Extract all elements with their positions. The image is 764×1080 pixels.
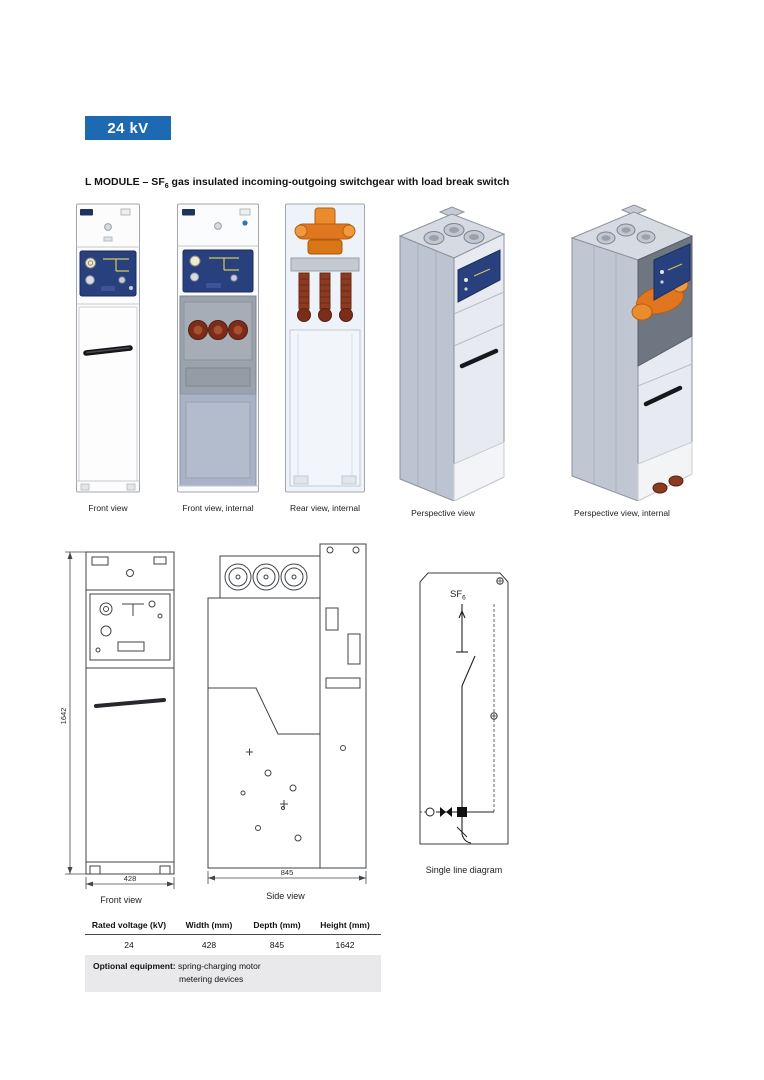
optional-equipment-label: Optional equipment: bbox=[93, 961, 176, 971]
switch-mechanism bbox=[294, 207, 356, 255]
front-view-image bbox=[76, 203, 140, 493]
optional-item-1: spring-charging motor bbox=[178, 961, 261, 971]
top-bushings bbox=[596, 223, 656, 245]
perspective-view-internal-image bbox=[570, 204, 694, 501]
door-handle bbox=[459, 348, 499, 369]
value-depth: 845 bbox=[269, 940, 285, 950]
figure-drawing-side: 845 Side view bbox=[198, 538, 373, 901]
voltage-badge: 24 kV bbox=[85, 116, 171, 140]
dimension-height bbox=[65, 551, 86, 875]
dimension-width bbox=[85, 877, 175, 889]
caption-drawing-front: Front view bbox=[100, 895, 142, 905]
module-title-prefix: L MODULE – SF bbox=[85, 176, 165, 188]
cable-connection-symbol bbox=[420, 807, 494, 844]
top-bushings bbox=[423, 223, 485, 245]
caption-single-line-diagram: Single line diagram bbox=[425, 865, 503, 875]
figure-rear-view-internal: Rear view, internal bbox=[284, 200, 366, 513]
figure-single-line-diagram: SF6 bbox=[412, 566, 516, 875]
load-break-switch-symbol bbox=[456, 604, 476, 812]
brand-label bbox=[182, 209, 195, 216]
value-height: 1642 bbox=[335, 940, 355, 950]
front-view-internal-image bbox=[177, 203, 259, 493]
module-title-sub: 6 bbox=[164, 183, 169, 191]
module-title: L MODULE – SF6 gas insulated incoming-ou… bbox=[85, 176, 509, 190]
cabinet-side bbox=[399, 235, 455, 501]
side-view-drawing: 845 bbox=[207, 543, 367, 884]
brand-label bbox=[80, 209, 93, 216]
control-panel bbox=[182, 249, 254, 293]
insulators bbox=[297, 272, 353, 322]
bushing-circles bbox=[224, 563, 308, 591]
header-width: Width (mm) bbox=[185, 920, 233, 930]
dashed-boundary bbox=[490, 604, 498, 812]
figure-front-view: Front view bbox=[75, 200, 141, 513]
control-panel bbox=[653, 243, 691, 301]
cable-cones bbox=[652, 475, 684, 494]
control-panel bbox=[457, 249, 501, 303]
optional-equipment-band: Optional equipment: spring-charging moto… bbox=[85, 955, 381, 993]
caption-front-view-internal: Front view, internal bbox=[182, 503, 254, 513]
caption-perspective-view: Perspective view bbox=[411, 508, 475, 518]
figure-front-view-internal: Front view, internal bbox=[176, 200, 260, 513]
cabinet-side bbox=[571, 237, 639, 501]
optional-equipment-line1: Optional equipment: spring-charging moto… bbox=[93, 960, 373, 973]
spec-table-value-row: 24 428 845 1642 bbox=[85, 935, 381, 954]
figure-perspective-view: Perspective view bbox=[374, 196, 512, 518]
diagram-border bbox=[419, 572, 509, 845]
value-rated-voltage: 24 bbox=[124, 940, 134, 950]
value-width: 428 bbox=[201, 940, 217, 950]
depth-dim-label: 845 bbox=[281, 868, 294, 877]
optional-item-2: metering devices bbox=[179, 974, 244, 985]
door-handle bbox=[643, 385, 683, 407]
spec-table-header-row: Rated voltage (kV) Width (mm) Depth (mm)… bbox=[85, 915, 381, 935]
door-handle bbox=[94, 698, 166, 708]
caption-front-view: Front view bbox=[88, 503, 128, 513]
spec-table: Rated voltage (kV) Width (mm) Depth (mm)… bbox=[85, 915, 381, 993]
dimension-depth bbox=[207, 871, 367, 884]
front-view-drawing: 1642 428 bbox=[59, 551, 175, 889]
header-height: Height (mm) bbox=[320, 920, 370, 930]
gas-label: SF6 bbox=[450, 589, 466, 602]
figure-perspective-view-internal: Perspective view, internal bbox=[542, 196, 702, 518]
control-panel bbox=[79, 250, 137, 297]
caption-rear-view-internal: Rear view, internal bbox=[290, 503, 360, 513]
height-dim-label: 1642 bbox=[59, 708, 68, 725]
figure-drawing-front: 1642 428 Front view bbox=[56, 546, 186, 905]
header-depth: Depth (mm) bbox=[253, 920, 301, 930]
header-rated-voltage: Rated voltage (kV) bbox=[91, 920, 167, 930]
width-dim-label: 428 bbox=[124, 874, 137, 883]
perspective-view-image bbox=[398, 206, 506, 501]
caption-drawing-side: Side view bbox=[266, 891, 305, 901]
cable-bushings bbox=[188, 320, 248, 340]
rear-view-internal-image bbox=[285, 203, 365, 493]
single-line-diagram-image: SF6 bbox=[419, 572, 509, 845]
caption-perspective-view-internal: Perspective view, internal bbox=[574, 508, 670, 518]
module-title-suffix: gas insulated incoming-outgoing switchge… bbox=[168, 176, 510, 188]
